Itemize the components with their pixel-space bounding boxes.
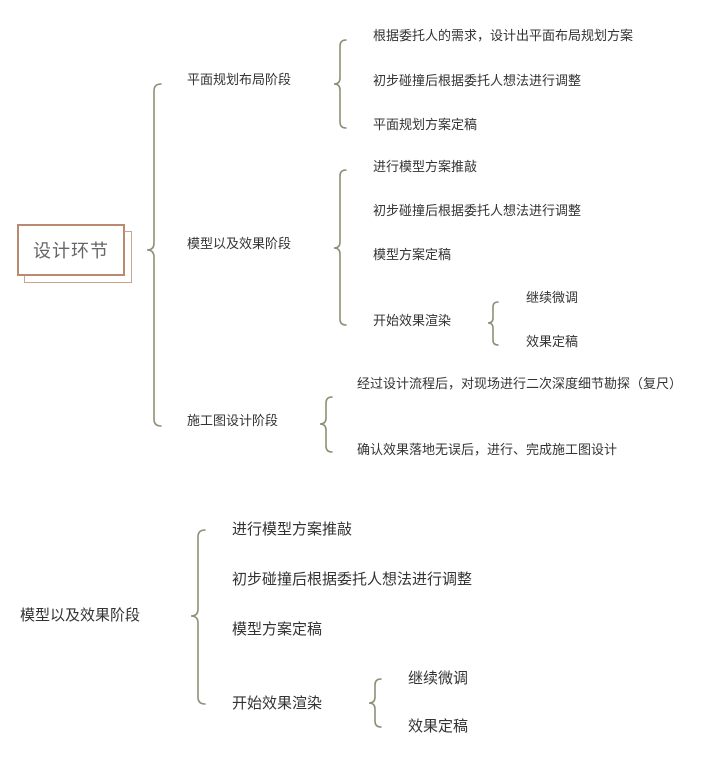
plan-item-3[interactable]: 平面规划方案定稿 [373, 118, 478, 133]
brace-model [333, 169, 347, 326]
root-node-design-process[interactable]: 设计环节 [17, 224, 125, 276]
model-item-2[interactable]: 初步碰撞后根据委托人想法进行调整 [373, 204, 582, 219]
brace-plan [333, 39, 347, 129]
map2-item-4-start-render[interactable]: 开始效果渲染 [232, 694, 323, 712]
construction-item-2[interactable]: 确认效果落地无误后，进行、完成施工图设计 [357, 443, 618, 458]
root-node-model-effect[interactable]: 模型以及效果阶段 [20, 606, 141, 624]
map2-brace-root [190, 529, 206, 705]
brace-construction [319, 396, 333, 453]
render-child-1[interactable]: 继续微调 [526, 291, 579, 306]
map2-item-2[interactable]: 初步碰撞后根据委托人想法进行调整 [232, 570, 473, 588]
stage-construction-drawing[interactable]: 施工图设计阶段 [187, 414, 279, 429]
model-item-3[interactable]: 模型方案定稿 [373, 248, 452, 263]
construction-item-1[interactable]: 经过设计流程后，对现场进行二次深度细节勘探（复尺） [357, 377, 683, 392]
plan-item-1[interactable]: 根据委托人的需求，设计出平面布局规划方案 [373, 29, 634, 44]
map2-item-3[interactable]: 模型方案定稿 [232, 620, 323, 638]
root-node-label: 设计环节 [33, 241, 109, 262]
map2-render-child-1[interactable]: 继续微调 [408, 669, 469, 687]
brace-root [146, 83, 162, 427]
plan-item-2[interactable]: 初步碰撞后根据委托人想法进行调整 [373, 74, 582, 89]
map2-item-1[interactable]: 进行模型方案推敲 [232, 520, 353, 538]
map2-brace-render [368, 678, 382, 728]
map2-render-child-2[interactable]: 效果定稿 [408, 717, 469, 735]
brace-render [487, 301, 499, 346]
stage-model-effect[interactable]: 模型以及效果阶段 [187, 237, 292, 252]
model-item-4-start-render[interactable]: 开始效果渲染 [373, 314, 452, 329]
stage-plan-layout[interactable]: 平面规划布局阶段 [187, 73, 292, 88]
model-item-1[interactable]: 进行模型方案推敲 [373, 160, 478, 175]
render-child-2[interactable]: 效果定稿 [526, 335, 579, 350]
